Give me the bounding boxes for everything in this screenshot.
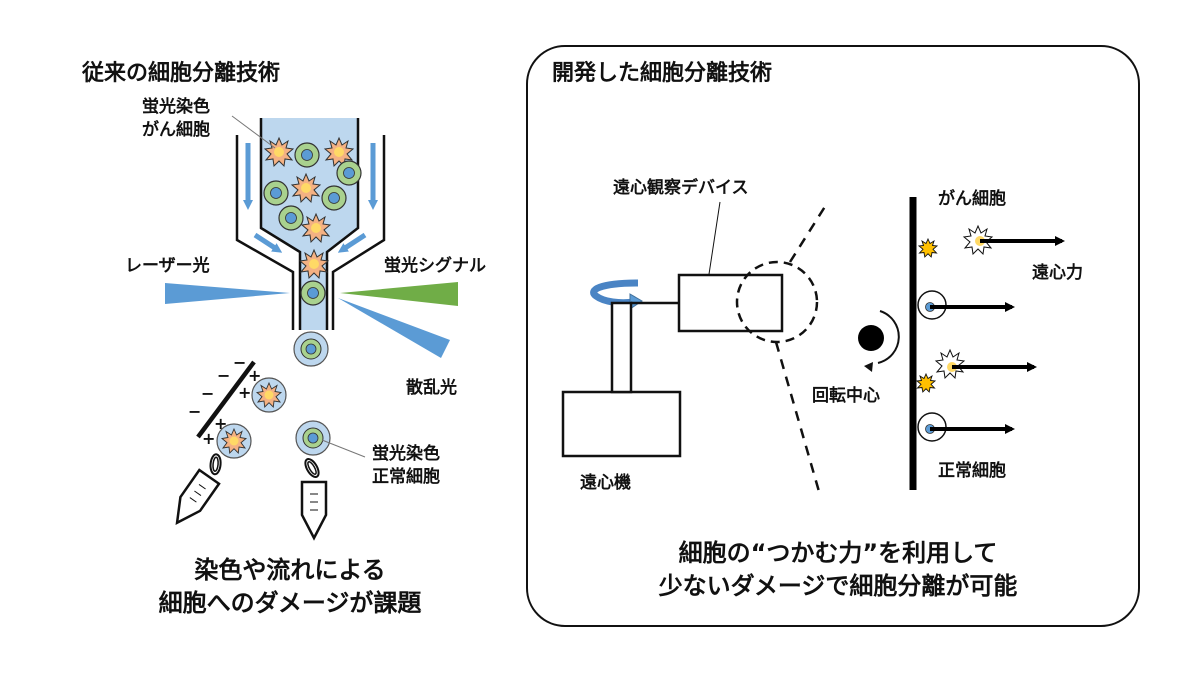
label-device: 遠心観察デバイス: [613, 177, 749, 198]
droplet-normal-cell-icon: [293, 331, 329, 367]
charge-positive: +: [238, 383, 251, 402]
charge-positive: +: [202, 429, 215, 448]
nozzle-outer-wall-right: [331, 135, 386, 330]
fluorescence-signal-beam: [340, 282, 458, 306]
right-panel-frame: [526, 45, 1140, 627]
collection-tube-icon: [165, 448, 235, 531]
charge-negative: −: [188, 402, 201, 421]
deflection-plate: [196, 360, 256, 439]
label-scatter: 散乱光: [406, 377, 457, 398]
left-caption-line1: 染色や流れによる: [194, 556, 385, 584]
laser-beam: [165, 283, 290, 304]
label-cancer-stained-line2: がん細胞: [142, 119, 210, 140]
centrifuge-base: [561, 390, 682, 458]
charge-markers: − − − − + + + +: [188, 353, 261, 448]
label-rotation-center: 回転中心: [812, 385, 880, 406]
magnify-line-bottom: [774, 341, 822, 496]
rotation-center-dot: [858, 325, 884, 351]
left-panel-title: 従来の細胞分離技術: [81, 60, 280, 86]
label-fluorescence: 蛍光シグナル: [384, 255, 486, 276]
label-normal-stained-line2: 正常細胞: [372, 466, 440, 487]
charge-positive: +: [214, 414, 227, 433]
left-panel: 従来の細胞分離技術 蛍光染色 がん細胞 レーザー光: [81, 60, 486, 617]
right-panel-title: 開発した細胞分離技術: [552, 60, 772, 86]
right-caption-line1: 細胞の“つかむ力”を利用して: [679, 539, 998, 567]
label-normal-stained-line1: 蛍光染色: [372, 443, 440, 464]
left-caption-line2: 細胞へのダメージが課題: [159, 589, 423, 617]
charge-negative: −: [233, 353, 246, 372]
right-panel: 開発した細胞分離技術 遠心観察デバイス 遠心機 回転中心 がん細胞 遠心力 正常…: [526, 45, 1140, 627]
charge-positive: +: [248, 366, 261, 385]
normal-cell-icon: [336, 160, 362, 186]
label-centrifuge: 遠心機: [580, 472, 631, 493]
normal-cell-icon: [263, 180, 289, 206]
charge-negative: −: [201, 384, 214, 403]
sheath-flow-arrow-diag-right: [337, 232, 367, 253]
magnify-line-top: [788, 204, 828, 263]
label-cancer-cell: がん細胞: [938, 188, 1006, 209]
charge-negative: −: [217, 366, 230, 385]
scatter-light-beam: [338, 298, 450, 358]
normal-cell-icon: [300, 280, 326, 306]
centrifuge-shaft: [610, 301, 633, 394]
normal-cell-icon: [294, 142, 320, 168]
normal-cell-icon: [321, 185, 347, 211]
attached-cancer-cell-icon: [918, 238, 938, 258]
label-centrifugal-force: 遠心力: [1032, 262, 1083, 283]
label-laser: レーザー光: [125, 255, 210, 276]
normal-cell-icon: [278, 205, 304, 231]
nozzle-inner-wall-left: [259, 118, 302, 330]
sheath-flow-arrow-diag-left: [253, 232, 283, 253]
rotation-arrowhead-icon: [629, 293, 643, 310]
label-pointer: [231, 115, 276, 149]
right-caption-line2: 少ないダメージで細胞分離が可能: [658, 572, 1018, 600]
rotation-direction-arc: [877, 310, 900, 364]
nozzle-outer-wall-left: [235, 135, 295, 330]
attached-cancer-cell-icon: [916, 373, 936, 393]
droplet-normal-cell-icon: [295, 420, 331, 456]
label-normal-cell: 正常細胞: [938, 460, 1006, 481]
rotation-direction-arrowhead-icon: [864, 362, 873, 372]
label-pointer: [321, 439, 366, 458]
collection-tube-icon: [300, 455, 328, 540]
label-cancer-stained-line1: 蛍光染色: [142, 96, 210, 117]
observation-device: [677, 273, 784, 333]
